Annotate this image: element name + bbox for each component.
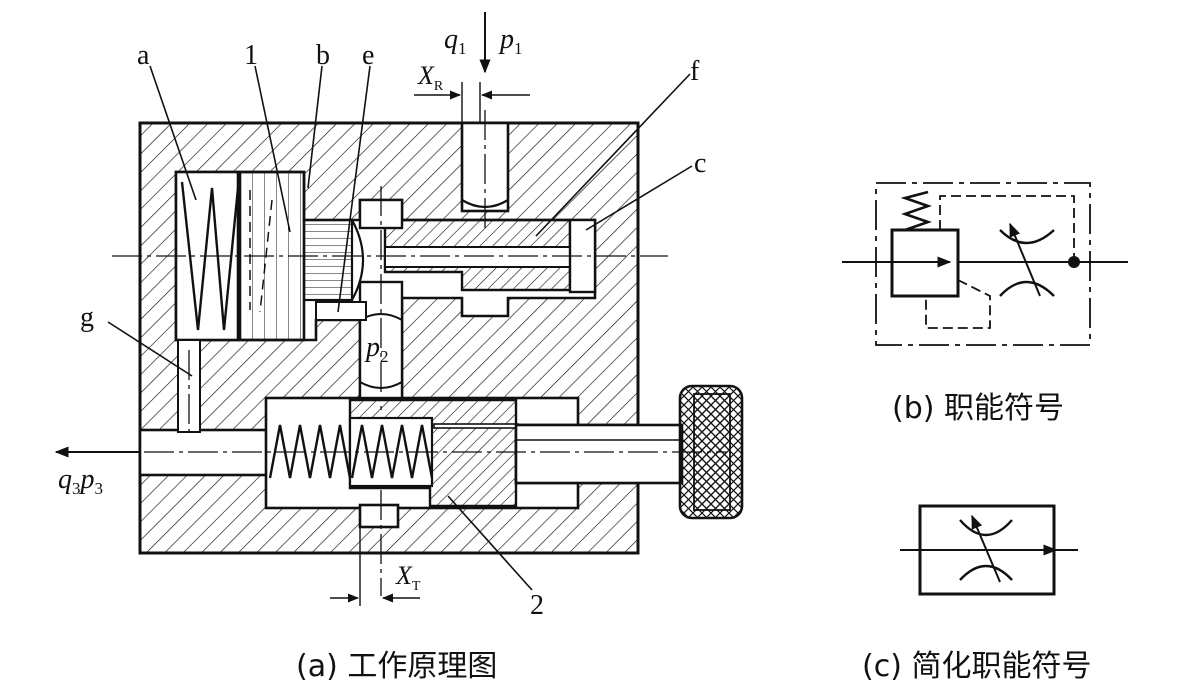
caption-a: (a) 工作原理图 — [296, 649, 497, 684]
label-c: c — [694, 148, 706, 179]
label-xr: XR — [417, 61, 444, 94]
label-g: g — [80, 302, 94, 333]
label-1: 1 — [244, 40, 258, 71]
spring-a — [180, 181, 240, 331]
spring-lower-right — [350, 424, 434, 479]
label-e: e — [362, 40, 374, 71]
symbol-spring — [900, 190, 932, 232]
label-f: f — [690, 56, 700, 87]
simplified-symbol: (c) 简化职能符号 — [862, 504, 1091, 684]
label-q1: q1 — [444, 24, 467, 58]
caption-b: (b) 职能符号 — [892, 391, 1064, 426]
label-a: a — [137, 40, 150, 71]
label-p2: p2 — [364, 332, 389, 366]
working-principle-figure: a 1 b e f c g 2 q1 p1 XR p2 q3p3 XT (a) … — [54, 12, 744, 684]
label-2: 2 — [530, 590, 544, 621]
spring-lower-left — [268, 424, 352, 479]
label-q3p3: q3p3 — [58, 464, 103, 498]
functional-symbol: (b) 职能符号 — [842, 182, 1128, 426]
label-p1: p1 — [498, 24, 523, 58]
label-xt: XT — [395, 561, 421, 594]
caption-c: (c) 简化职能符号 — [862, 649, 1091, 684]
label-b: b — [316, 40, 330, 71]
